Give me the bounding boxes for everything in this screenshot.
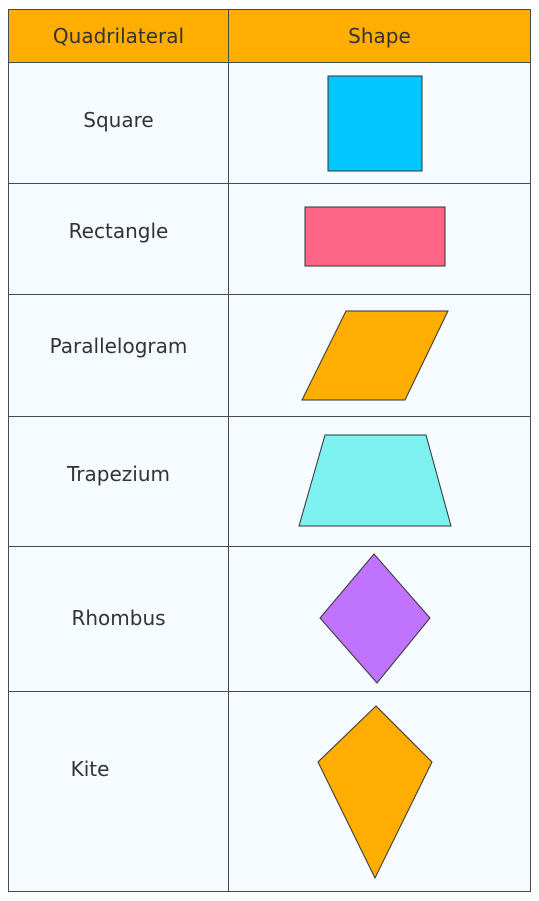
row-label-trapezium: Trapezium — [67, 462, 170, 486]
table-row: Rhombus — [9, 546, 530, 691]
rhombus-icon — [319, 553, 431, 684]
table-row: Rectangle — [9, 183, 530, 294]
parallelogram-icon — [301, 310, 449, 401]
square-icon — [327, 75, 423, 172]
row-label-rectangle: Rectangle — [68, 219, 169, 243]
table-row: Parallelogram — [9, 294, 530, 416]
header-shape: Shape — [348, 24, 411, 48]
trapezium-icon — [298, 434, 452, 527]
row-label-kite: Kite — [70, 757, 110, 781]
quadrilateral-table: Quadrilateral Shape Square Rectangle Par… — [8, 9, 531, 892]
rectangle-icon — [304, 206, 446, 267]
row-label-square: Square — [83, 108, 154, 132]
table-row: Kite — [9, 691, 530, 891]
header-quadrilateral: Quadrilateral — [52, 24, 185, 48]
table-row: Trapezium — [9, 416, 530, 546]
table-header: Quadrilateral Shape — [9, 10, 530, 63]
table-row: Square — [9, 62, 530, 183]
kite-icon — [317, 705, 433, 880]
row-label-parallelogram: Parallelogram — [49, 334, 188, 358]
row-label-rhombus: Rhombus — [71, 606, 166, 630]
column-divider — [228, 10, 229, 891]
